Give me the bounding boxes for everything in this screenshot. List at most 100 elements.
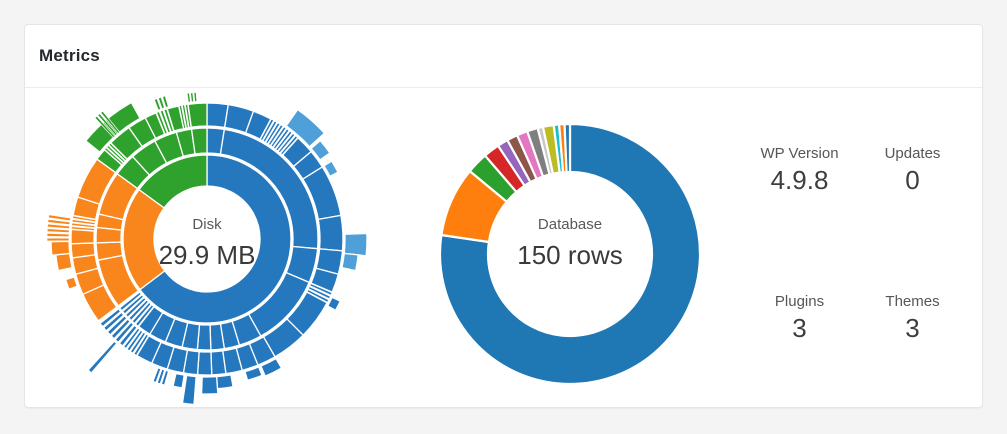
sunburst-sliver[interactable] [130,331,146,354]
stat-plugins-value: 3 [792,313,807,343]
sunburst-segment[interactable] [87,340,118,374]
sunburst-segment[interactable] [50,240,71,257]
sunburst-sliver[interactable] [46,228,70,234]
sunburst-sliver[interactable] [193,92,198,102]
metrics-card: Metrics Disk 29.9 MB Database 150 rows W… [24,24,983,408]
sunburst-sliver[interactable] [111,318,131,339]
metrics-card-body: Disk 29.9 MB Database 150 rows WP Versio… [25,88,982,405]
donut-slice[interactable] [438,122,702,386]
sunburst-segment[interactable] [215,374,234,390]
sunburst-sliver[interactable] [265,122,281,145]
sunburst-segment[interactable] [166,105,185,132]
sunburst-sliver[interactable] [119,291,142,311]
sunburst-sliver[interactable] [47,219,71,226]
sunburst-sliver[interactable] [267,124,284,146]
sunburst-sliver[interactable] [103,312,124,331]
sunburst-sliver[interactable] [178,105,187,129]
sunburst-sliver[interactable] [106,145,126,164]
sunburst-sliver[interactable] [128,299,149,321]
donut-slice[interactable] [563,122,572,174]
sunburst-segment[interactable] [210,350,227,376]
sunburst-sliver[interactable] [181,104,189,129]
sunburst-sliver[interactable] [107,315,128,335]
sunburst-segment[interactable] [172,372,185,389]
sunburst-segment[interactable] [200,375,219,395]
stat-themes: Themes 3 [856,292,969,344]
sunburst-sliver[interactable] [162,95,169,108]
sunburst-sliver[interactable] [100,110,121,134]
sunburst-sliver[interactable] [152,367,162,383]
sunburst-segment[interactable] [187,102,208,128]
sunburst-segment[interactable] [196,351,213,376]
sunburst-sliver[interactable] [71,222,96,229]
sunburst-sliver[interactable] [270,126,287,148]
disk-sunburst-chart[interactable] [46,92,368,405]
sunburst-sliver[interactable] [131,302,152,324]
sunburst-segment[interactable] [285,108,326,148]
sunburst-sliver[interactable] [186,92,191,103]
sunburst-sliver[interactable] [161,370,169,386]
stat-wp-version-label: WP Version [760,145,839,162]
sunburst-sliver[interactable] [262,120,278,143]
sunburst-segment[interactable] [244,366,263,382]
sunburst-sliver[interactable] [94,115,116,139]
sunburst-sliver[interactable] [190,92,194,103]
sunburst-segment[interactable] [190,127,208,155]
sunburst-sliver[interactable] [46,237,70,242]
sunburst-sliver[interactable] [308,286,331,300]
sunburst-segment[interactable] [244,110,272,141]
sunburst-sliver[interactable] [122,294,144,315]
sunburst-segment[interactable] [96,148,123,174]
sunburst-segment[interactable] [70,242,96,259]
sunburst-sliver[interactable] [135,304,155,327]
sunburst-segment[interactable] [70,228,95,245]
sunburst-sliver[interactable] [156,369,165,385]
sunburst-sliver[interactable] [126,330,143,352]
sunburst-sliver[interactable] [123,327,141,349]
sunburst-sliver[interactable] [115,322,134,343]
sunburst-sliver[interactable] [277,133,296,154]
stat-themes-label: Themes [885,293,940,310]
sunburst-sliver[interactable] [159,109,171,134]
sunburst-segment[interactable] [310,139,331,161]
sunburst-sliver[interactable] [48,214,71,222]
sunburst-segment[interactable] [323,160,339,178]
sunburst-segment[interactable] [317,214,344,252]
stat-wp-version: WP Version 4.9.8 [743,144,856,196]
sunburst-sliver[interactable] [104,147,124,166]
sunburst-sliver[interactable] [71,219,96,226]
sunburst-sliver[interactable] [46,232,70,238]
sunburst-sliver[interactable] [309,283,333,296]
sunburst-segment[interactable] [260,357,283,378]
sunburst-segment[interactable] [343,232,368,257]
sunburst-segment[interactable] [64,276,79,291]
sunburst-sliver[interactable] [97,113,118,137]
sunburst-segment[interactable] [181,374,197,405]
sunburst-sliver[interactable] [157,96,165,109]
sunburst-segment[interactable] [137,305,164,336]
stats-grid: WP Version 4.9.8 Updates 0 Plugins 3 The… [743,144,969,344]
sunburst-segment[interactable] [326,296,342,312]
sunburst-segment[interactable] [310,267,340,293]
stat-updates-label: Updates [884,145,941,162]
sunburst-sliver[interactable] [153,98,162,111]
sunburst-segment[interactable] [341,252,359,272]
sunburst-sliver[interactable] [133,333,149,356]
sunburst-segment[interactable] [138,154,208,209]
stat-plugins: Plugins 3 [743,292,856,344]
sunburst-segment[interactable] [144,112,166,140]
sunburst-sliver[interactable] [275,130,293,152]
sunburst-sliver[interactable] [125,297,147,318]
sunburst-segment[interactable] [136,334,162,365]
sunburst-sliver[interactable] [260,118,274,141]
metrics-card-header: Metrics [25,25,982,88]
sunburst-sliver[interactable] [119,325,138,347]
sunburst-segment[interactable] [138,154,292,324]
sunburst-sliver[interactable] [273,128,290,150]
sunburst-sliver[interactable] [99,308,121,327]
database-donut-chart[interactable] [438,122,702,386]
sunburst-sliver[interactable] [156,111,168,135]
sunburst-segment[interactable] [55,252,73,272]
sunburst-sliver[interactable] [47,223,70,230]
sunburst-sliver[interactable] [71,226,95,231]
